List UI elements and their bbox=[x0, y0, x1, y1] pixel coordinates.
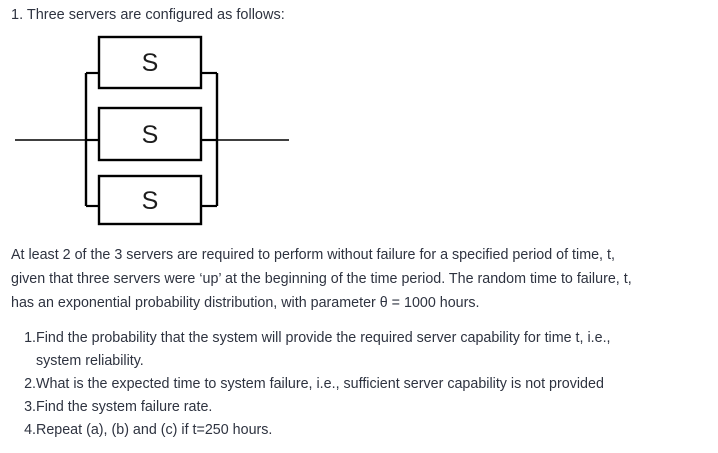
list-item-number: 2. bbox=[24, 376, 36, 392]
server-block-1-label: S bbox=[142, 49, 159, 77]
list-item-text: Repeat (a), (b) and (c) if t=250 hours. bbox=[36, 419, 711, 442]
server-block-3-label: S bbox=[142, 187, 159, 215]
server-block-2 bbox=[97, 106, 203, 162]
list-item-line: What is the expected time to system fail… bbox=[36, 376, 604, 392]
problem-description-line-2: given that three servers were ‘up’ at th… bbox=[11, 271, 632, 287]
diagram-svg: S S S bbox=[15, 35, 289, 226]
parallel-server-block-diagram: S S S bbox=[0, 28, 320, 233]
server-block-1 bbox=[97, 35, 203, 90]
list-item-number: 1. bbox=[24, 330, 36, 346]
list-item-line: Find the probability that the system wil… bbox=[36, 330, 611, 346]
list-item-number: 4. bbox=[24, 422, 36, 438]
problem-description-line-3: has an exponential probability distribut… bbox=[11, 295, 480, 311]
list-item-text: What is the expected time to system fail… bbox=[36, 373, 711, 396]
sub-question-list: 1. Find the probability that the system … bbox=[11, 327, 711, 442]
list-item-text: Find the system failure rate. bbox=[36, 396, 711, 419]
question-stem: 1. Three servers are configured as follo… bbox=[11, 7, 285, 23]
list-item: 3. Find the system failure rate. bbox=[11, 396, 711, 419]
problem-description: At least 2 of the 3 servers are required… bbox=[11, 243, 711, 315]
server-block-3 bbox=[97, 174, 203, 226]
list-item-text: Find the probability that the system wil… bbox=[36, 327, 711, 373]
problem-description-line-1: At least 2 of the 3 servers are required… bbox=[11, 247, 615, 263]
server-block-2-label: S bbox=[142, 121, 159, 149]
list-item: 2. What is the expected time to system f… bbox=[11, 373, 711, 396]
list-item: 4. Repeat (a), (b) and (c) if t=250 hour… bbox=[11, 419, 711, 442]
list-item-line: system reliability. bbox=[36, 353, 144, 369]
list-item-line: Repeat (a), (b) and (c) if t=250 hours. bbox=[36, 422, 273, 438]
list-item-line: Find the system failure rate. bbox=[36, 399, 213, 415]
list-item-number: 3. bbox=[24, 399, 36, 415]
list-item: 1. Find the probability that the system … bbox=[11, 327, 711, 373]
